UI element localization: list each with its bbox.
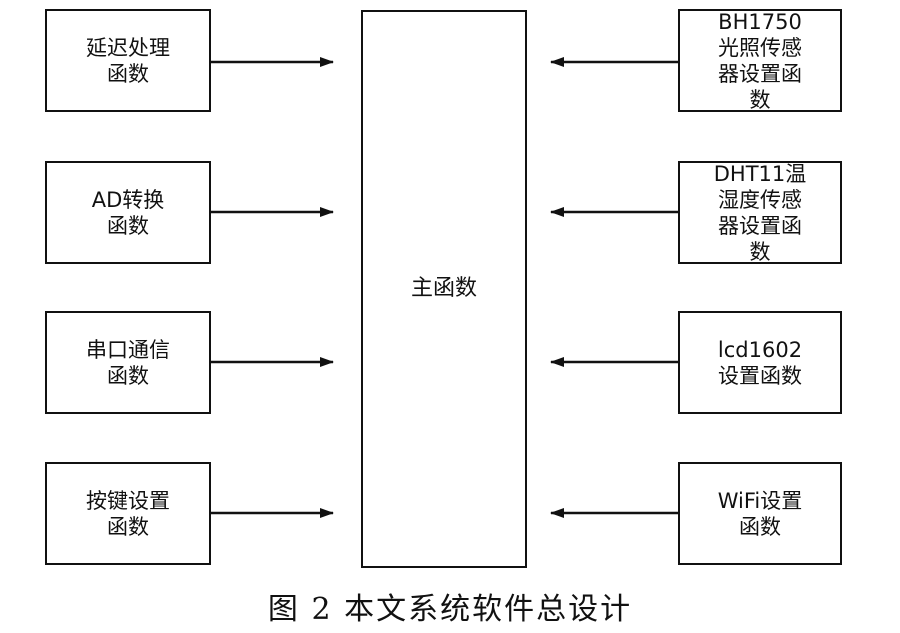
- delay-function-label: 延迟处理 函数: [86, 35, 170, 86]
- delay-function-box: 延迟处理 函数: [45, 9, 211, 112]
- bh1750-function-box: BH1750 光照传感 器设置函 数: [678, 9, 842, 112]
- dht11-function-box: DHT11温 湿度传感 器设置函 数: [678, 161, 842, 264]
- ad-conversion-function-label: AD转换 函数: [91, 187, 165, 238]
- lcd1602-function-box: lcd1602 设置函数: [678, 311, 842, 414]
- bh1750-function-label: BH1750 光照传感 器设置函 数: [718, 9, 802, 112]
- lcd1602-function-label: lcd1602 设置函数: [717, 337, 803, 388]
- serial-comm-function-box: 串口通信 函数: [45, 311, 211, 414]
- wifi-function-label: WiFi设置 函数: [717, 488, 803, 539]
- main-function-label: 主函数: [410, 276, 477, 301]
- figure-caption: 图 2 本文系统软件总设计: [267, 592, 633, 627]
- serial-comm-function-label: 串口通信 函数: [86, 337, 170, 388]
- ad-conversion-function-box: AD转换 函数: [45, 161, 211, 264]
- key-setting-function-label: 按键设置 函数: [86, 488, 170, 539]
- key-setting-function-box: 按键设置 函数: [45, 462, 211, 565]
- wifi-function-box: WiFi设置 函数: [678, 462, 842, 565]
- main-function-box: 主函数: [361, 10, 527, 568]
- dht11-function-label: DHT11温 湿度传感 器设置函 数: [713, 161, 807, 264]
